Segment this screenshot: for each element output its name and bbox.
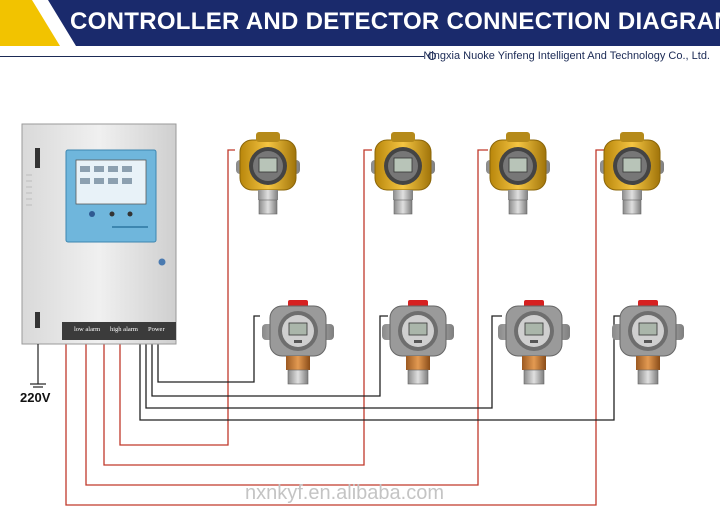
watermark: nxnkyf.en.alibaba.com bbox=[245, 482, 445, 504]
supply-voltage: 220V bbox=[20, 390, 51, 405]
grey-gas-detector-2 bbox=[381, 299, 455, 385]
yellow-gas-detector-2 bbox=[370, 131, 436, 215]
grey-gas-detector-1 bbox=[261, 299, 335, 385]
red-wires bbox=[65, 149, 604, 506]
yellow-gas-detector-1 bbox=[235, 131, 301, 215]
terminal-high-alarm: high alarm bbox=[110, 326, 138, 333]
company-divider bbox=[0, 56, 424, 57]
controller-cabinet bbox=[21, 123, 177, 345]
header-banner bbox=[0, 0, 720, 46]
company-name: Ningxia Nuoke Yinfeng Intelligent And Te… bbox=[423, 50, 710, 62]
wiring bbox=[65, 149, 622, 506]
grey-gas-detector-4 bbox=[611, 299, 685, 385]
yellow-gas-detector-3 bbox=[485, 131, 551, 215]
company-bullet-icon bbox=[428, 52, 436, 60]
yellow-gas-detector-4 bbox=[599, 131, 665, 215]
page-title: CONTROLLER AND DETECTOR CONNECTION DIAGR… bbox=[70, 8, 720, 35]
terminal-power: Power bbox=[148, 326, 165, 333]
terminal-low-alarm: low alarm bbox=[74, 326, 101, 333]
ground-symbol bbox=[30, 344, 46, 388]
black-wires bbox=[139, 315, 622, 421]
grey-gas-detector-3 bbox=[497, 299, 571, 385]
